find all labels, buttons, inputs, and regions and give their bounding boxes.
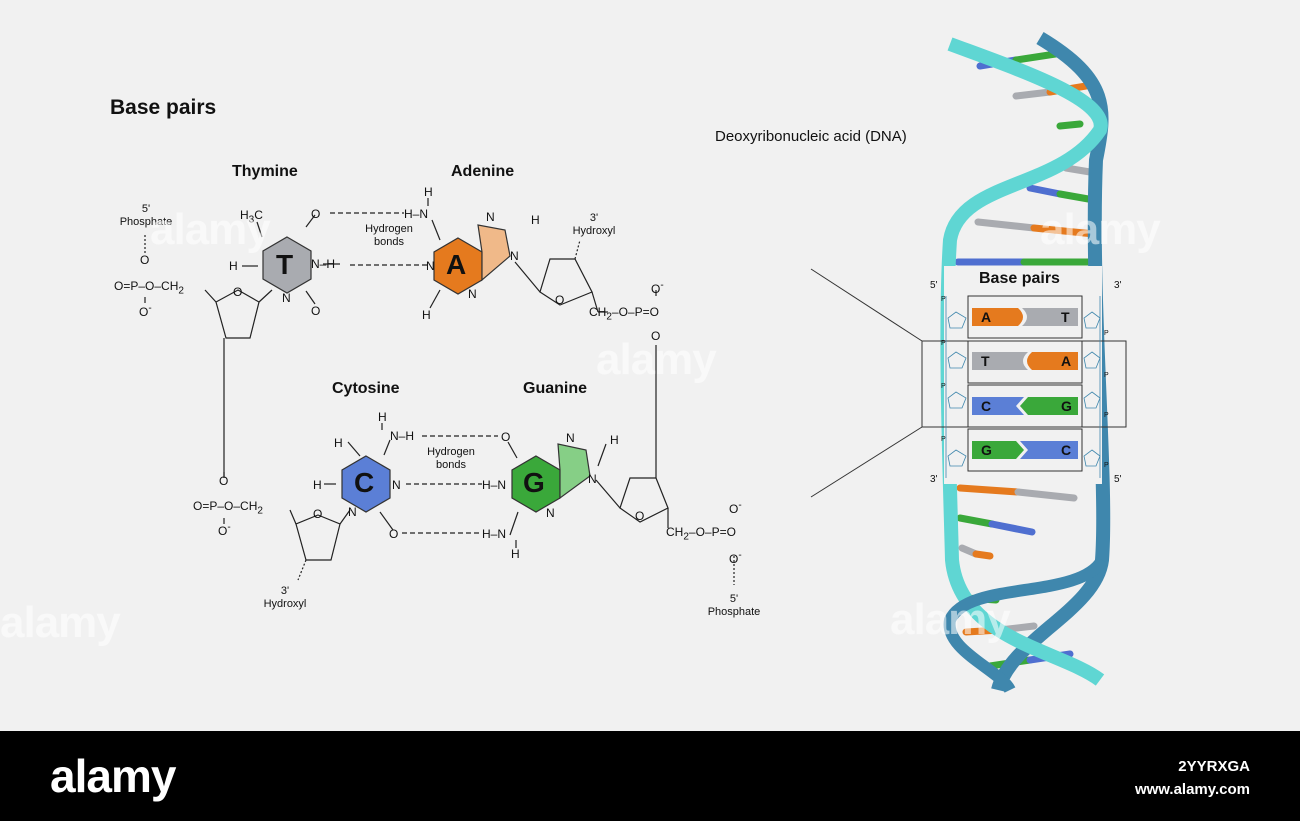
phosphate-group-top-right: O- bbox=[651, 280, 664, 296]
pair-3-left: C bbox=[981, 398, 992, 414]
adenine-label: Adenine bbox=[451, 163, 515, 180]
backbone-p-label: P bbox=[1104, 330, 1109, 337]
phosphate-group-bottom-right: CH2–O–P=O bbox=[666, 525, 736, 543]
backbone-p-label: P bbox=[941, 340, 946, 347]
guanine-letter: G bbox=[523, 467, 545, 498]
adenine-ring-light bbox=[477, 224, 511, 282]
inset-three-prime-bottom: 3' bbox=[930, 474, 938, 485]
inset-title: Base pairs bbox=[979, 270, 1060, 287]
watermark: alamy bbox=[0, 598, 121, 647]
phosphate-group-top: O=P–O–CH2 bbox=[114, 279, 184, 297]
pair-1-right: T bbox=[1061, 309, 1070, 325]
footer-logo[interactable]: alamy bbox=[50, 750, 176, 802]
inset-five-prime-bottom: 5' bbox=[1114, 474, 1122, 485]
cytosine-ring bbox=[341, 455, 391, 513]
phosphate-group-bottom-left: O bbox=[219, 474, 229, 488]
thymine-label: Thymine bbox=[232, 163, 298, 180]
dna-helix bbox=[810, 31, 1127, 694]
pair-2-left: T bbox=[981, 353, 990, 369]
phosphate-label-top: 5'Phosphate bbox=[119, 203, 173, 228]
footer-url[interactable]: www.alamy.com bbox=[1134, 781, 1250, 798]
cytosine-label: Cytosine bbox=[332, 380, 400, 397]
dna-title: Deoxyribonucleic acid (DNA) bbox=[715, 128, 907, 145]
adenine-letter: A bbox=[446, 249, 467, 280]
phosphate-label-bottom: 5'Phosphate bbox=[707, 593, 761, 618]
base-pair-structure bbox=[144, 198, 735, 585]
thymine-letter: T bbox=[276, 249, 294, 280]
phosphate-group-bottom-right: O- bbox=[729, 500, 742, 516]
pair-1-left: A bbox=[981, 309, 992, 325]
watermark: alamy bbox=[890, 595, 1011, 644]
cytosine-letter: C bbox=[354, 467, 375, 498]
watermark: alamy bbox=[150, 205, 271, 254]
phosphate-group-top-right: O bbox=[651, 329, 661, 343]
phosphate-group-top: O- bbox=[139, 303, 152, 319]
backbone-p-label: P bbox=[941, 296, 946, 303]
phosphate-group-bottom-right: O- bbox=[729, 550, 742, 566]
backbone-p-label: P bbox=[941, 436, 946, 443]
inset-three-prime-top: 3' bbox=[1114, 280, 1122, 291]
backbone-p-label: P bbox=[941, 383, 946, 390]
phosphate-group-top-right: CH2–O–P=O bbox=[589, 305, 659, 323]
image-id: 2YYRXGA bbox=[1178, 758, 1250, 775]
watermark: alamy bbox=[596, 335, 717, 384]
pair-4-right: C bbox=[1061, 442, 1072, 458]
phosphate-group-bottom-left: O=P–O–CH2 bbox=[193, 499, 263, 517]
footer-info: 2YYRXGA www.alamy.com bbox=[1135, 755, 1250, 801]
guanine-ring-light bbox=[557, 443, 591, 500]
watermark: alamy bbox=[1040, 205, 1161, 254]
hydroxyl-label-top: 3'Hydroxyl bbox=[572, 212, 616, 237]
hydroxyl-label-bottom: 3'Hydroxyl bbox=[263, 585, 307, 610]
pair-3-right: G bbox=[1061, 398, 1072, 414]
pair-4-left: G bbox=[981, 442, 992, 458]
guanine-label: Guanine bbox=[523, 380, 588, 397]
phosphate-group-bottom-left: O- bbox=[218, 522, 231, 538]
backbone-p-label: P bbox=[1104, 372, 1109, 379]
phosphate-group-top: O bbox=[140, 253, 150, 267]
thymine-ring bbox=[262, 236, 312, 294]
footer-bar: alamy 2YYRXGA www.alamy.com bbox=[0, 731, 1300, 821]
pair-2-right: A bbox=[1061, 353, 1072, 369]
page-title: Base pairs bbox=[110, 96, 217, 119]
backbone-p-label: P bbox=[1104, 462, 1109, 469]
backbone-p-label: P bbox=[1104, 412, 1109, 419]
inset-five-prime-top: 5' bbox=[930, 280, 938, 291]
